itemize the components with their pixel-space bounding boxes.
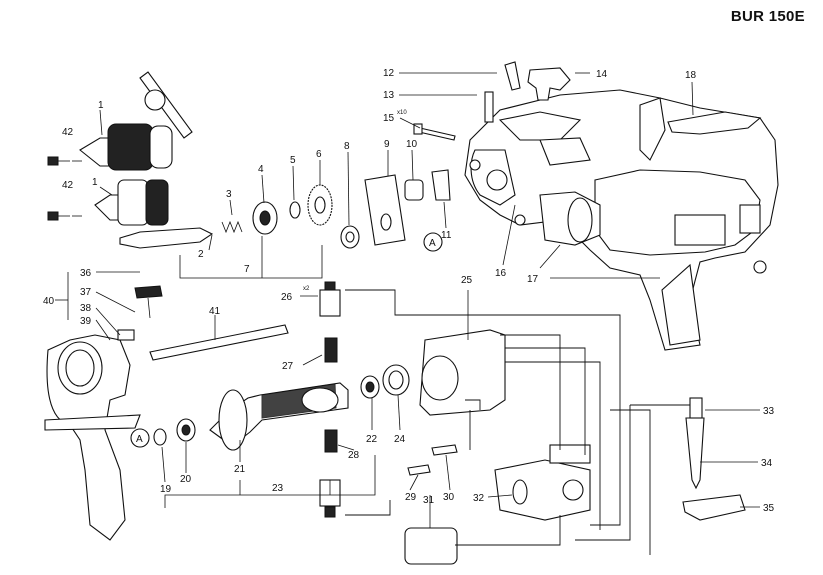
label-10: 10 <box>406 139 418 150</box>
spindle-2 <box>119 227 214 249</box>
brush-27 <box>324 337 338 363</box>
label-15: 15 <box>383 113 395 124</box>
label-ref-a-right: A <box>429 238 436 249</box>
label-6: 6 <box>316 149 322 160</box>
wiring <box>345 289 690 555</box>
label-1b: 1 <box>92 177 98 188</box>
label-24: 24 <box>394 434 406 445</box>
part-15-screw <box>413 123 456 141</box>
washer-8 <box>340 225 360 249</box>
bolt-36 <box>134 285 163 319</box>
main-housing <box>464 89 779 351</box>
switch-32 <box>494 444 591 521</box>
label-42b: 42 <box>62 180 74 191</box>
part-labels: 1 1 42 42 2 3 4 5 6 7 8 9 10 11 12 13 14… <box>43 68 775 514</box>
label-29: 29 <box>405 492 417 503</box>
ref-a-right <box>423 232 443 252</box>
label-7: 7 <box>244 264 250 275</box>
stator-25 <box>419 329 506 416</box>
label-4: 4 <box>258 164 264 175</box>
label-12: 12 <box>383 68 395 79</box>
label-26: 26 <box>281 292 293 303</box>
label-14: 14 <box>596 69 608 80</box>
label-1a: 1 <box>98 100 104 111</box>
label-ref-a-left: A <box>136 434 143 445</box>
ring-5 <box>289 201 301 219</box>
label-20: 20 <box>180 474 192 485</box>
side-handle-39 <box>44 334 141 541</box>
label-26-qty: x2 <box>303 286 310 292</box>
chuck-1-bottom <box>94 179 169 226</box>
label-17: 17 <box>527 274 539 285</box>
armature-21 <box>209 382 349 451</box>
label-32: 32 <box>473 493 485 504</box>
label-19: 19 <box>160 484 172 495</box>
screw-42-top <box>47 156 70 166</box>
label-41: 41 <box>209 306 221 317</box>
handle-cover-18 <box>667 111 762 135</box>
plate-9 <box>364 174 406 246</box>
label-36: 36 <box>80 268 92 279</box>
label-35: 35 <box>763 503 775 514</box>
connector-30 <box>431 444 458 456</box>
brush-28 <box>324 429 338 453</box>
screw-42-bottom <box>47 211 70 221</box>
label-23: 23 <box>272 483 284 494</box>
label-5: 5 <box>290 155 296 166</box>
label-8: 8 <box>344 141 350 152</box>
rod-41 <box>149 324 289 361</box>
bearing-22 <box>360 375 380 399</box>
label-25: 25 <box>461 275 473 286</box>
label-27: 27 <box>282 361 294 372</box>
capacitor-31 <box>404 527 458 565</box>
leader-lines <box>55 72 760 528</box>
brush-holder-26 <box>319 281 341 317</box>
label-11: 11 <box>441 230 452 241</box>
label-38: 38 <box>80 303 92 314</box>
connector-29 <box>407 464 431 476</box>
label-34: 34 <box>761 458 773 469</box>
label-16: 16 <box>495 268 507 279</box>
label-9: 9 <box>384 139 390 150</box>
cable-guard-34 <box>685 397 705 490</box>
label-2: 2 <box>198 249 204 260</box>
spring-3 <box>221 220 243 234</box>
label-21: 21 <box>234 464 246 475</box>
label-28: 28 <box>348 450 360 461</box>
washer-19 <box>153 428 167 446</box>
label-18: 18 <box>685 70 697 81</box>
chuck-1-top <box>79 123 173 171</box>
bearing-20 <box>176 418 196 442</box>
label-15-qty: x10 <box>397 110 407 116</box>
bearing-10 <box>404 179 424 201</box>
label-3: 3 <box>226 189 232 200</box>
nut-38 <box>117 329 135 341</box>
model-title: BUR 150E <box>730 8 805 25</box>
label-30: 30 <box>443 492 455 503</box>
gear-6 <box>307 184 333 226</box>
chuck-key <box>139 71 193 139</box>
label-42a: 42 <box>62 127 74 138</box>
label-37: 37 <box>80 287 92 298</box>
label-22: 22 <box>366 434 378 445</box>
clip-11 <box>431 169 451 201</box>
part-12 <box>504 61 521 91</box>
clamp-35 <box>682 494 746 521</box>
label-39: 39 <box>80 316 92 327</box>
ref-a-left <box>130 428 150 448</box>
fan-24 <box>382 364 410 396</box>
label-33: 33 <box>763 406 775 417</box>
label-40: 40 <box>43 296 55 307</box>
label-31: 31 <box>423 495 435 506</box>
part-13 <box>484 91 494 123</box>
part-14 <box>527 67 571 101</box>
label-13: 13 <box>383 90 395 101</box>
bearing-4 <box>252 201 278 235</box>
